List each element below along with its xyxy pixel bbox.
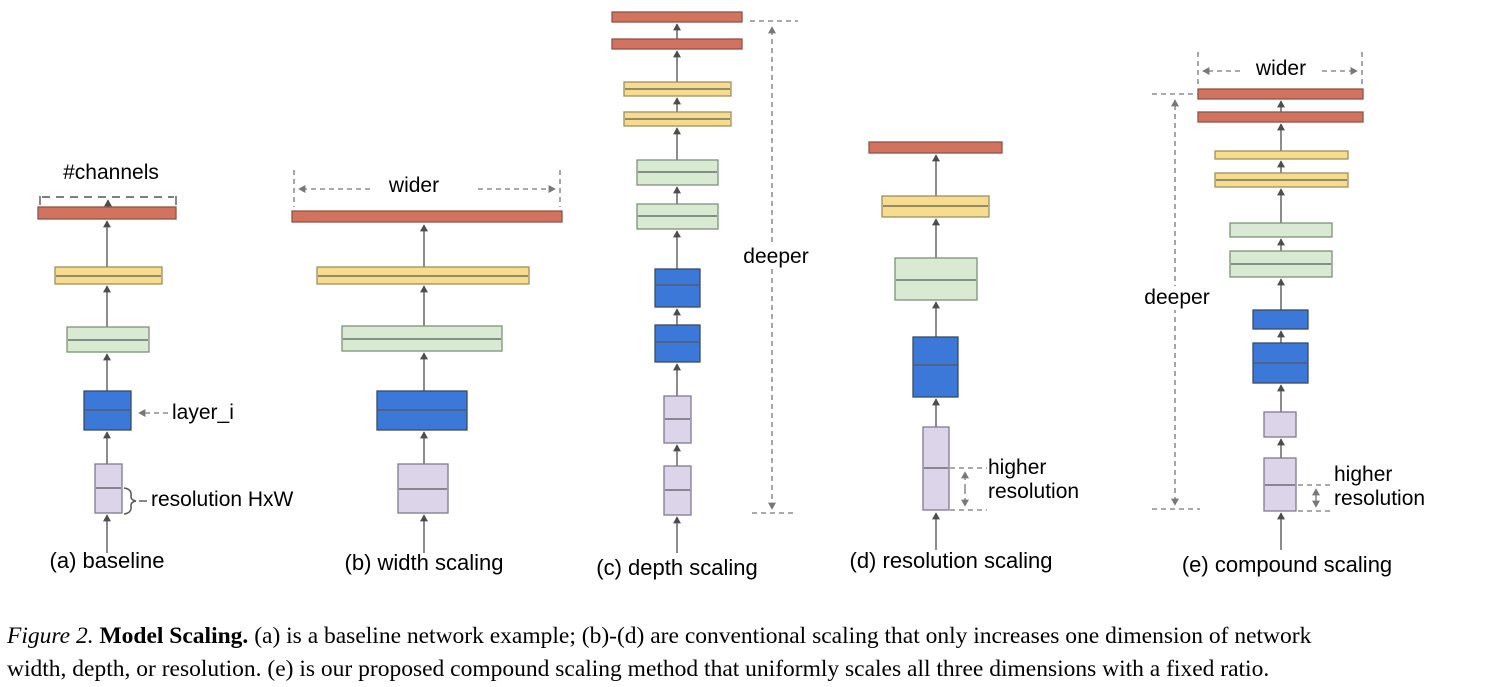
layer-box-blue: [912, 336, 959, 398]
label-deeper-c: deeper: [741, 245, 811, 269]
layer-box-red: [611, 38, 743, 50]
deeper-dimension: [750, 20, 798, 514]
layer-box-red: [611, 11, 743, 23]
figure-caption-text-line1: (a) is a baseline network example; (b)-(…: [254, 623, 1312, 649]
diagram-a-baseline: [37, 196, 177, 553]
layer-box-blue: [654, 268, 701, 308]
label-higher-resolution-d: higher resolution: [988, 456, 1080, 503]
layer-box-red: [37, 206, 177, 220]
figure-caption-line1: Figure 2. Model Scaling. (a) is a baseli…: [7, 620, 1502, 653]
caption-e: (e) compound scaling: [1181, 552, 1393, 577]
wider-dimension: [1197, 52, 1363, 87]
label-channels: #channels: [63, 161, 159, 184]
layer-box-yellow: [1214, 150, 1349, 160]
layer-box-purple: [1263, 411, 1297, 438]
channels-bracket: [39, 196, 177, 207]
figure-caption-number: Figure 2.: [7, 623, 94, 649]
label-resolution-hxw: resolution HxW: [151, 488, 294, 511]
layer-box-red: [1197, 111, 1364, 123]
layer-box-green: [1229, 222, 1333, 238]
figure-caption-text-line2: width, depth, or resolution. (e) is our …: [7, 656, 1270, 682]
caption-c: (c) depth scaling: [596, 555, 758, 580]
label-deeper-e: deeper: [1140, 286, 1214, 310]
higher-resolution-dimension: [950, 467, 987, 511]
higher-resolution-dimension: [1298, 484, 1334, 512]
resolution-brace: [123, 487, 147, 515]
label-layer-i: layer_i: [172, 401, 234, 424]
layer-box-blue: [654, 324, 701, 363]
layer-box-green: [894, 257, 978, 301]
diagram-d-resolution-scaling: [868, 141, 1003, 550]
label-higher-resolution-e: higher resolution: [1334, 463, 1426, 510]
caption-a: (a) baseline: [49, 548, 165, 573]
wider-dimension: [293, 170, 561, 207]
label-wider-e: wider: [1255, 57, 1307, 80]
layer-box-red: [1197, 88, 1364, 100]
caption-b: (b) width scaling: [344, 550, 504, 575]
label-wider-b: wider: [388, 174, 440, 197]
diagram-c-depth-scaling: [611, 11, 798, 553]
diagram-e-compound-scaling: [1152, 52, 1364, 550]
layer-box-red: [868, 141, 1003, 154]
figure-caption: Figure 2. Model Scaling. (a) is a baseli…: [7, 620, 1502, 686]
layer-box-red: [291, 210, 563, 223]
caption-d: (d) resolution scaling: [849, 548, 1053, 573]
figure-caption-title: Model Scaling.: [99, 623, 249, 649]
layer-box-blue: [1252, 309, 1309, 330]
diagram-b-width-scaling: [291, 170, 563, 553]
deeper-dimension: [1152, 93, 1200, 510]
